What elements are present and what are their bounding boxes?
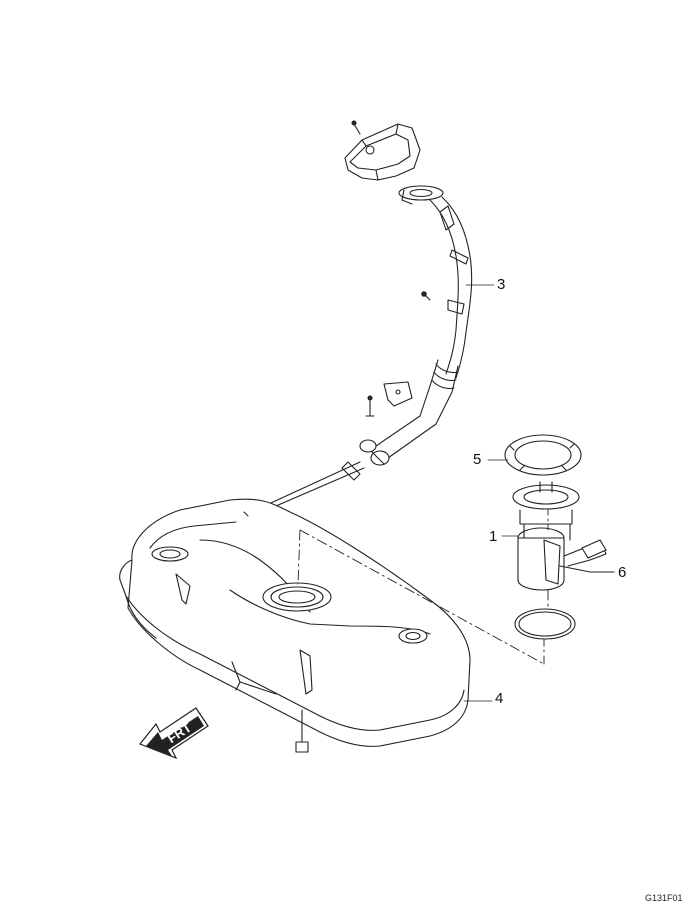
fuel-pump-module [512,481,607,591]
callout-1: 1 [489,528,498,545]
fuel-tank [119,498,471,753]
fuel-sender [559,539,615,573]
screw-top [353,123,361,135]
figure-code: G131F01 [645,893,683,903]
pump-seal-ring [514,608,576,640]
leader-lines [463,284,615,702]
callout-4: 4 [495,690,504,707]
callout-5: 5 [473,451,482,468]
callout-6: 6 [618,564,627,581]
filler-housing [344,120,421,181]
filler-flange [398,185,444,205]
front-direction-arrow: FRT [139,707,209,760]
filler-pipe [259,196,473,513]
callout-3: 3 [497,276,506,293]
lock-ring [504,434,582,476]
pump-seal-ring-inner [518,611,572,637]
